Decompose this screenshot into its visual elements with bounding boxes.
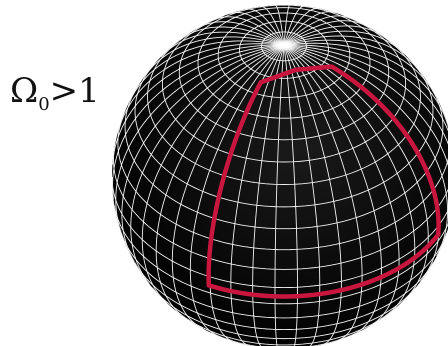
positively-curved-sphere [0, 0, 448, 346]
